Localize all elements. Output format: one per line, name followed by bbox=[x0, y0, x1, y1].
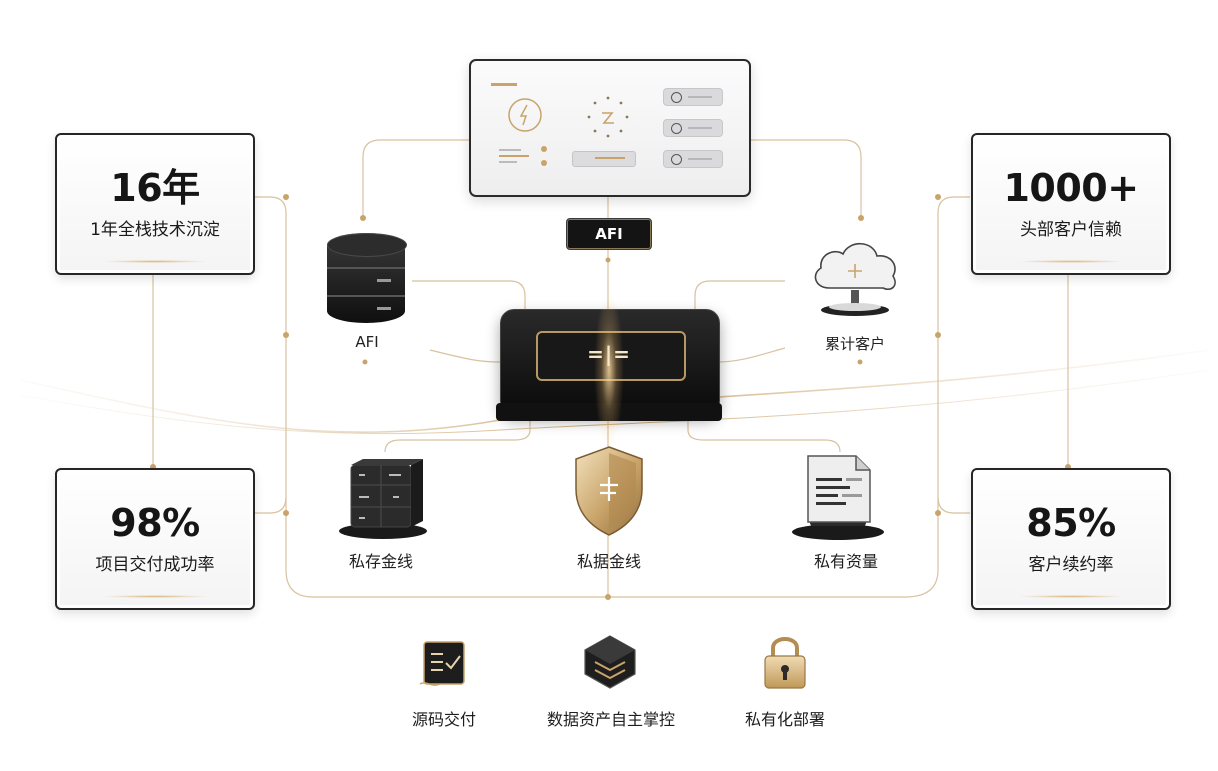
gauge-icon bbox=[508, 98, 542, 132]
panel-row bbox=[663, 88, 723, 106]
stat-value: 16年 bbox=[110, 166, 200, 210]
stat-value: 1000+ bbox=[1003, 166, 1139, 210]
feature-label-source-code: 源码交付 bbox=[411, 710, 476, 729]
padlock-icon bbox=[764, 637, 806, 689]
stat-card-years: 16年 1年全栈技术沉淀 bbox=[55, 133, 255, 275]
hub-glow bbox=[594, 290, 624, 450]
document-icon bbox=[792, 455, 884, 540]
panel-accent-bar bbox=[491, 83, 517, 86]
panel-line bbox=[499, 155, 529, 157]
storage-cube-icon bbox=[339, 459, 427, 539]
stat-value: 98% bbox=[110, 501, 200, 545]
panel-line bbox=[499, 161, 517, 163]
database-label: AFI bbox=[355, 333, 379, 351]
dial-icon bbox=[587, 96, 629, 138]
panel-row bbox=[663, 150, 723, 168]
database-icon bbox=[327, 233, 407, 325]
panel-input-bar bbox=[572, 151, 636, 167]
panel-line bbox=[499, 149, 521, 151]
shield-icon bbox=[575, 446, 643, 536]
stat-card-renewal-rate: 85% 客户续约率 bbox=[971, 468, 1171, 610]
panel-dot bbox=[541, 146, 547, 152]
storage-label: 私存金线 bbox=[348, 552, 413, 571]
dashboard-panel-illustration bbox=[469, 59, 751, 197]
panel-dot bbox=[541, 160, 547, 166]
afi-tag: AFI bbox=[566, 218, 652, 250]
stat-value: 85% bbox=[1026, 501, 1116, 545]
stat-card-delivery-rate: 98% 项目交付成功率 bbox=[55, 468, 255, 610]
checklist-document-icon bbox=[419, 641, 465, 686]
feature-label-data-sovereignty: 数据资产自主掌控 bbox=[546, 710, 675, 729]
feature-label-private-deployment: 私有化部署 bbox=[744, 710, 825, 729]
stat-label: 项目交付成功率 bbox=[95, 555, 215, 575]
panel-row bbox=[663, 119, 723, 137]
stat-card-clients: 1000+ 头部客户信赖 bbox=[971, 133, 1171, 275]
stat-label: 1年全栈技术沉淀 bbox=[90, 220, 220, 240]
layered-stack-icon bbox=[584, 635, 636, 689]
document-label: 私有资量 bbox=[813, 552, 878, 571]
cloud-label: 累计客户 bbox=[824, 335, 885, 353]
hub-symbol: =|= bbox=[587, 342, 631, 366]
cloud-icon bbox=[814, 242, 896, 316]
stat-label: 头部客户信赖 bbox=[1020, 220, 1122, 240]
shield-label: 私据金线 bbox=[576, 552, 641, 571]
stat-label: 客户续约率 bbox=[1028, 555, 1114, 575]
